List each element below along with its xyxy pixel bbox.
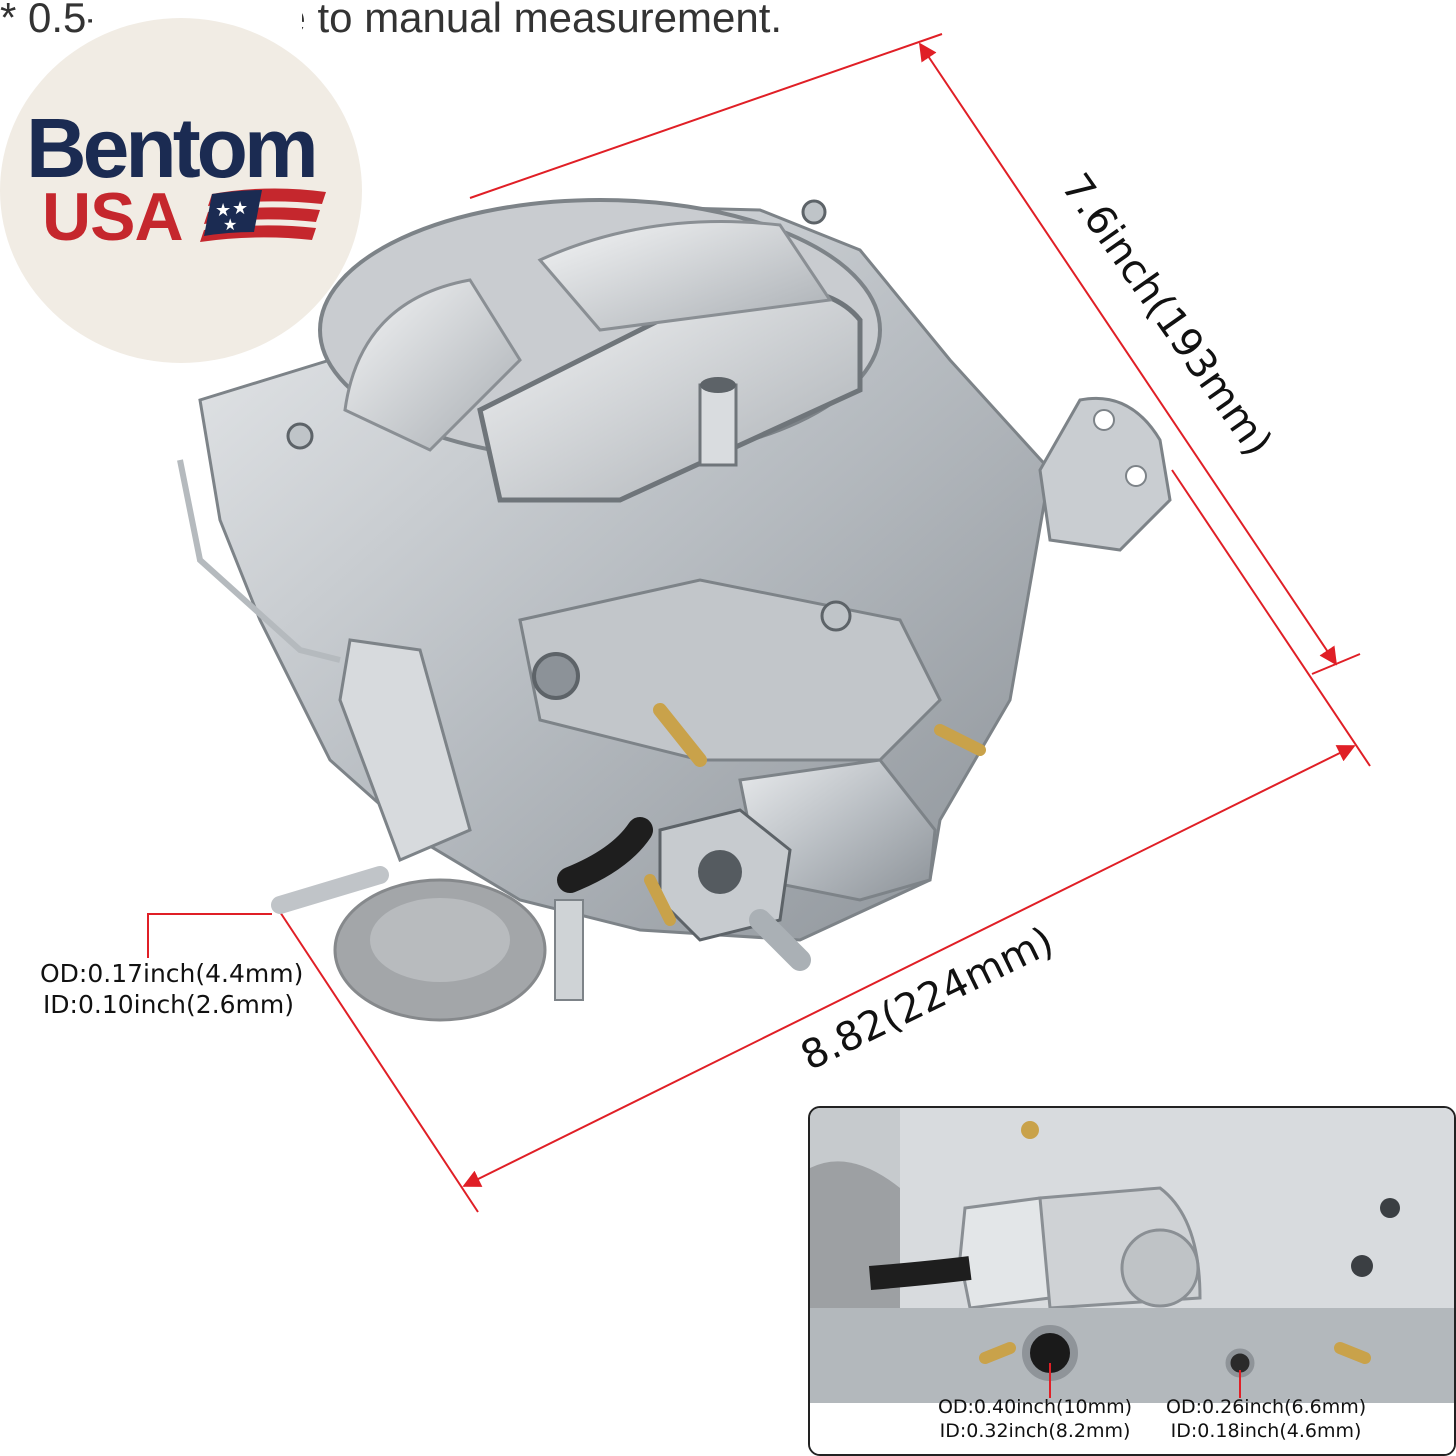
fuel-inlet-spec: OD:0.40inch(10mm) ID:0.32inch(8.2mm) [930,1396,1140,1444]
brand-name: Bentom [26,101,319,195]
dimension-lines [147,33,1371,1213]
inset-illustration [810,1108,1454,1454]
carburetor-body [177,198,1172,1022]
svg-text:★: ★ [215,200,231,221]
secondary-port-od: OD:0.26inch(6.6mm) [1166,1396,1367,1418]
detail-inset-photo [808,1106,1456,1456]
vacuum-port-od: OD:0.17inch(4.4mm) [40,959,304,988]
us-flag-icon: ★ ★ ★ [200,188,326,242]
brand-country: USA [42,179,184,255]
secondary-port-spec: OD:0.26inch(6.6mm) ID:0.18inch(4.6mm) [1166,1396,1366,1444]
vacuum-port-id: ID:0.10inch(2.6mm) [42,990,294,1020]
svg-text:★: ★ [232,198,248,219]
secondary-port-id: ID:0.18inch(4.6mm) [1170,1419,1362,1442]
svg-text:★: ★ [223,215,237,234]
vacuum-port-spec: OD:0.17inch(4.4mm) ID:0.10inch(2.6mm) [40,958,304,1021]
fuel-inlet-id: ID:0.32inch(8.2mm) [939,1419,1131,1442]
fuel-inlet-od: OD:0.40inch(10mm) [937,1396,1133,1418]
